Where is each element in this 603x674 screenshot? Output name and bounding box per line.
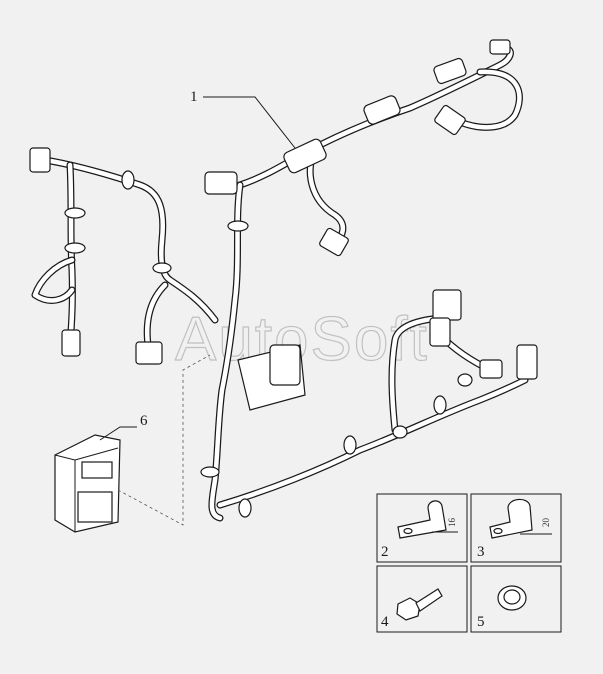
lower-left-connector [135, 341, 163, 365]
callout-harness: 1 [190, 89, 296, 149]
ecu-connector-upper [81, 461, 113, 479]
inline-connector [363, 95, 401, 125]
clip [227, 220, 249, 232]
detail-box-3: 20 3 [470, 493, 562, 563]
detail-box-4: 4 [376, 565, 468, 633]
clip [433, 395, 447, 415]
detail-box-number: 3 [477, 544, 485, 560]
junction-block [283, 138, 327, 174]
bolt-shank-icon [415, 588, 443, 612]
detail-box-number: 5 [477, 614, 485, 630]
right-end-connector [516, 344, 538, 380]
harness-connectors [29, 39, 538, 411]
bolt-head-icon [396, 597, 421, 621]
sensor-connector [319, 227, 349, 257]
clip [392, 425, 408, 439]
right-connector [432, 289, 462, 321]
callout-label-6: 6 [140, 413, 148, 429]
clip [64, 207, 86, 219]
detail-box-number: 2 [381, 544, 389, 560]
ecu-connector-lower [77, 491, 113, 523]
detail-box-5: 5 [470, 565, 562, 633]
detail-box-2: 16 2 [376, 493, 468, 563]
sensor-connector [434, 104, 466, 136]
sensor-connector [479, 359, 503, 379]
engine-connector [204, 171, 238, 195]
clip [152, 262, 172, 274]
ecu-module: 6 [54, 354, 211, 533]
clip [200, 466, 220, 478]
dimension-label: 20 [541, 518, 551, 528]
inline-connector [433, 57, 467, 85]
left-end-connector [29, 147, 51, 173]
harness-clips [64, 170, 473, 518]
left-lower-connector [61, 329, 81, 357]
clip [457, 373, 473, 387]
clip [238, 498, 252, 518]
callout-label-1: 1 [190, 89, 198, 105]
detail-box-number: 4 [381, 614, 389, 630]
clip [121, 170, 135, 190]
relay-block [269, 344, 301, 386]
clip [343, 435, 357, 455]
end-connector [489, 39, 511, 55]
right-connector [429, 317, 451, 347]
dimension-label: 16 [447, 518, 457, 528]
clip [64, 242, 86, 254]
